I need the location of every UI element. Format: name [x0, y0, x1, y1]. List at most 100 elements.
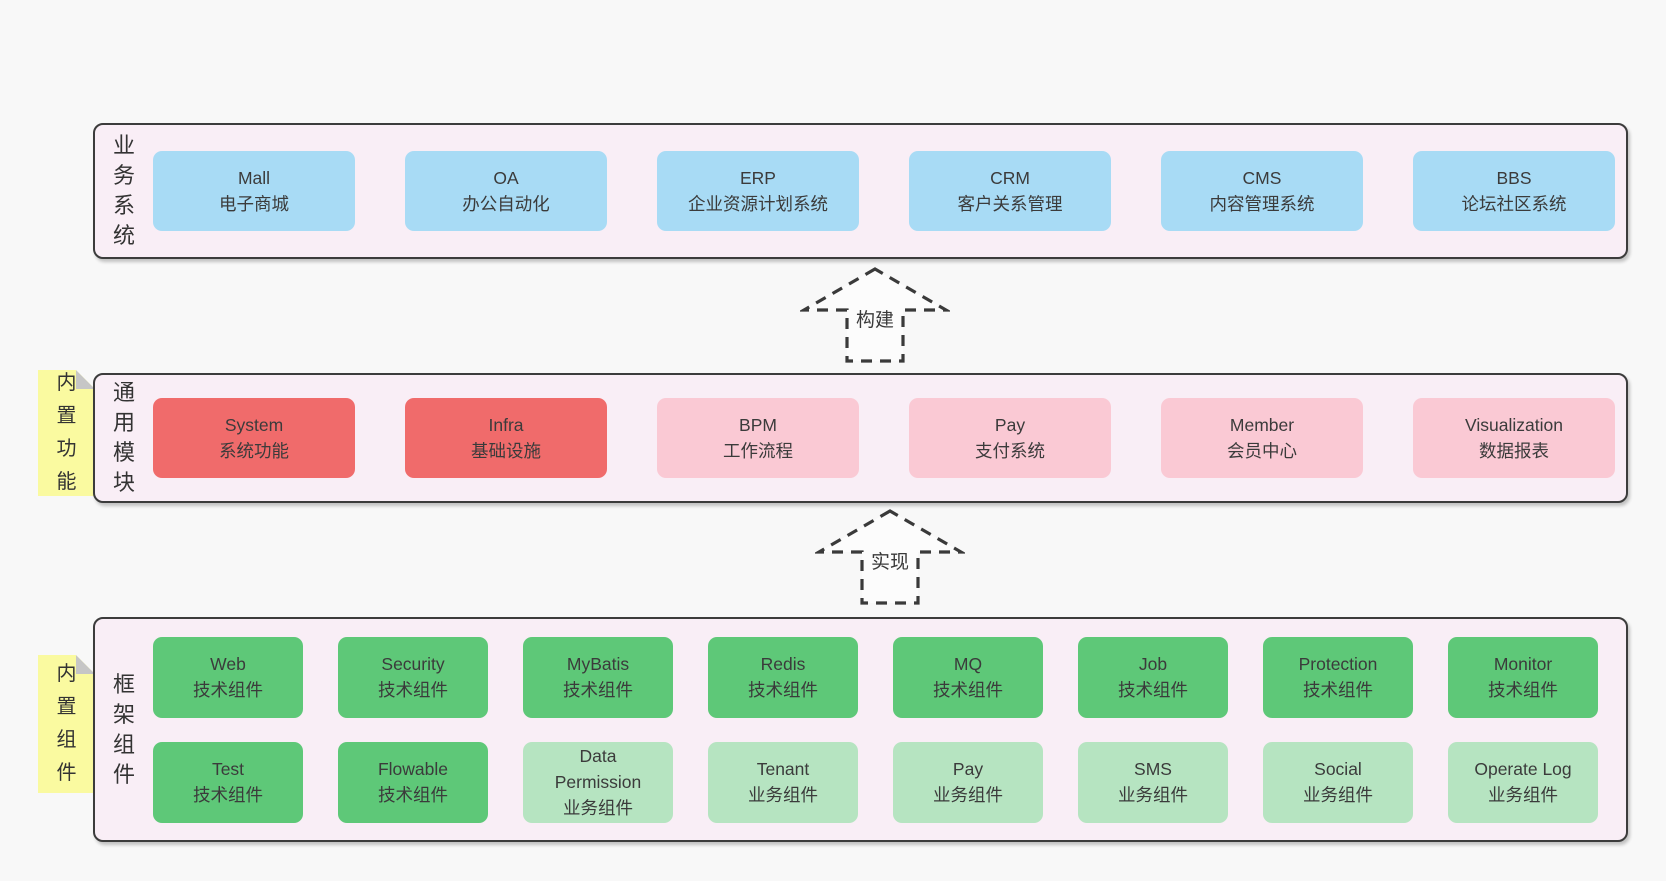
module-boxes: System 系统功能 Infra 基础设施 BPM 工作流程 Pay 支付系统…	[153, 375, 1626, 501]
box-title: Operate Log	[1474, 759, 1572, 779]
box-erp: ERP 企业资源计划系统	[657, 151, 859, 231]
box-flowable: Flowable 技术组件	[338, 741, 488, 823]
box-subtitle: 技术组件	[193, 680, 263, 700]
arrow-label: 实现	[866, 547, 914, 574]
box-subtitle: 会员中心	[1227, 441, 1297, 461]
box-subtitle: 数据报表	[1479, 441, 1549, 461]
box-subtitle: 内容管理系统	[1209, 194, 1315, 214]
box-subtitle: 业务组件	[1303, 785, 1373, 805]
box-mq: MQ 技术组件	[893, 636, 1043, 718]
box-mybatis: MyBatis 技术组件	[523, 636, 673, 718]
box-subtitle: 支付系统	[975, 441, 1045, 461]
box-title: OA	[493, 168, 519, 188]
box-bbs: BBS 论坛社区系统	[1413, 151, 1615, 231]
box-subtitle: 技术组件	[748, 680, 818, 700]
box-subtitle: 技术组件	[1488, 680, 1558, 700]
box-subtitle: 电子商城	[219, 194, 289, 214]
box-cms: CMS 内容管理系统	[1161, 151, 1363, 231]
box-subtitle: 技术组件	[378, 680, 448, 700]
box-tenant: Tenant 业务组件	[708, 741, 858, 823]
box-operate-log: Operate Log 业务组件	[1448, 741, 1598, 823]
layer-title-text: 通用模块	[112, 380, 135, 495]
box-system: System 系统功能	[153, 398, 355, 478]
box-title: ERP	[740, 168, 776, 188]
box-subtitle: 业务组件	[1488, 785, 1558, 805]
box-title: MyBatis	[566, 654, 630, 674]
box-subtitle: 技术组件	[563, 680, 633, 700]
box-visualization: Visualization 数据报表	[1413, 398, 1615, 478]
box-pay-biz: Pay 业务组件	[893, 741, 1043, 823]
box-subtitle: 业务组件	[748, 785, 818, 805]
box-subtitle: 客户关系管理	[957, 194, 1063, 214]
box-mall: Mall 电子商城	[153, 151, 355, 231]
box-title: Visualization	[1465, 415, 1563, 435]
box-title: Web	[210, 654, 246, 674]
box-subtitle: 技术组件	[378, 785, 448, 805]
box-crm: CRM 客户关系管理	[909, 151, 1111, 231]
box-title: Pay	[994, 415, 1026, 435]
layer-title-text: 业务系统	[112, 133, 135, 248]
box-oa: OA 办公自动化	[405, 151, 607, 231]
box-subtitle: 技术组件	[1118, 680, 1188, 700]
box-security: Security 技术组件	[338, 636, 488, 718]
box-protection: Protection 技术组件	[1263, 636, 1413, 718]
box-subtitle: 论坛社区系统	[1461, 194, 1567, 214]
arrow-up-implement: 实现	[815, 508, 965, 606]
layer-framework-components: 框架组件 Web 技术组件 Security 技术组件 MyBatis 技术组件…	[93, 617, 1628, 842]
component-row-2: Test 技术组件 Flowable 技术组件 Data Permission …	[153, 741, 1626, 823]
box-title: CMS	[1242, 168, 1282, 188]
note-label: 内置功能	[56, 372, 77, 493]
box-member: Member 会员中心	[1161, 398, 1363, 478]
box-web: Web 技术组件	[153, 636, 303, 718]
box-social: Social 业务组件	[1263, 741, 1413, 823]
box-data-permission: Data Permission 业务组件	[523, 741, 673, 823]
layer-business-systems: 业务系统 Mall 电子商城 OA 办公自动化 ERP 企业资源计划系统 CRM…	[93, 123, 1628, 259]
box-monitor: Monitor 技术组件	[1448, 636, 1598, 718]
box-subtitle: 工作流程	[723, 441, 793, 461]
box-title: BPM	[739, 415, 777, 435]
box-subtitle: 基础设施	[471, 441, 541, 461]
business-boxes: Mall 电子商城 OA 办公自动化 ERP 企业资源计划系统 CRM 客户关系…	[153, 125, 1626, 257]
box-redis: Redis 技术组件	[708, 636, 858, 718]
box-subtitle: 技术组件	[1303, 680, 1373, 700]
note-label: 内置组件	[56, 663, 77, 784]
box-title: BBS	[1496, 168, 1532, 188]
note-built-in-components: 内置组件	[38, 655, 95, 793]
box-infra: Infra 基础设施	[405, 398, 607, 478]
box-title: Monitor	[1493, 654, 1553, 674]
box-title: System	[224, 415, 284, 435]
box-title: CRM	[990, 168, 1030, 188]
box-title: Tenant	[756, 759, 810, 779]
box-pay: Pay 支付系统	[909, 398, 1111, 478]
box-title: Job	[1138, 654, 1168, 674]
box-title: Flowable	[377, 759, 449, 779]
box-title: SMS	[1134, 759, 1172, 779]
box-subtitle: 技术组件	[193, 785, 263, 805]
box-title: Social	[1314, 759, 1362, 779]
box-subtitle: 业务组件	[933, 785, 1003, 805]
box-sms: SMS 业务组件	[1078, 741, 1228, 823]
box-title: Pay	[952, 759, 984, 779]
layer-title: 通用模块	[95, 375, 153, 501]
box-title: MQ	[953, 654, 983, 674]
box-subtitle: 技术组件	[933, 680, 1003, 700]
layer-title-text: 框架组件	[112, 671, 135, 787]
arrow-up-build: 构建	[800, 266, 950, 364]
box-job: Job 技术组件	[1078, 636, 1228, 718]
box-subtitle: 办公自动化	[462, 194, 550, 214]
box-title: Protection	[1298, 654, 1378, 674]
component-row-1: Web 技术组件 Security 技术组件 MyBatis 技术组件 Redi…	[153, 636, 1626, 718]
box-title: Redis	[760, 654, 806, 674]
component-grid: Web 技术组件 Security 技术组件 MyBatis 技术组件 Redi…	[153, 619, 1626, 840]
box-title: Infra	[488, 415, 524, 435]
box-test: Test 技术组件	[153, 741, 303, 823]
layer-title: 业务系统	[95, 125, 153, 257]
box-bpm: BPM 工作流程	[657, 398, 859, 478]
box-title: Security	[381, 654, 445, 674]
layer-title: 框架组件	[95, 619, 153, 840]
box-title: Data Permission	[554, 746, 642, 792]
arrow-label: 构建	[851, 305, 899, 332]
layer-common-modules: 通用模块 System 系统功能 Infra 基础设施 BPM 工作流程 Pay…	[93, 373, 1628, 503]
box-title: Test	[211, 759, 245, 779]
